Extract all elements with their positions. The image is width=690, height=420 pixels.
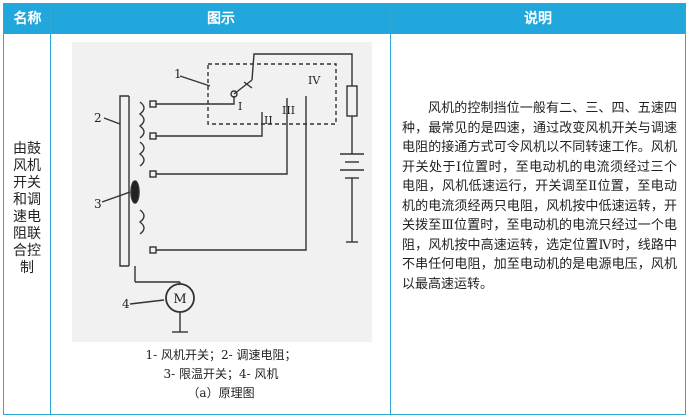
position-label: IV (308, 74, 321, 87)
thermal-switch (130, 180, 140, 204)
caption-line: 3- 限温开关；4- 风机 (163, 367, 279, 381)
figure-caption: 1- 风机开关；2- 调速电阻； 3- 限温开关；4- 风机 （a）原理图 (51, 346, 391, 403)
row-description: 风机的控制挡位一般有二、三、四、五速四种，最常见的是四速，通过改变风机开关与调速… (402, 101, 677, 292)
callout-1: 1 (174, 67, 182, 81)
fuse (346, 85, 358, 117)
position-label: II (264, 114, 273, 127)
circuit-diagram: M 1 2 3 4 I II III IV (72, 42, 372, 342)
callout-3: 3 (94, 197, 102, 211)
motor-label: M (173, 292, 186, 307)
header-figure: 图示 (207, 11, 235, 27)
header-description: 说明 (524, 11, 552, 27)
callout-4: 4 (122, 297, 130, 311)
caption-line: 1- 风机开关；2- 调速电阻； (145, 348, 297, 362)
header-name: 名称 (13, 11, 42, 27)
caption-line: （a）原理图 (187, 386, 255, 400)
resistor-bracket (119, 95, 129, 267)
resistor-coil (138, 101, 145, 139)
callout-2: 2 (94, 111, 102, 125)
column-divider (390, 4, 391, 414)
resistor-coil (138, 141, 145, 167)
row-name: 由鼓风机开关和调速电阻联合控制 (13, 141, 41, 276)
position-label: I (238, 100, 242, 113)
switch-box (207, 63, 337, 125)
table-header: 名称 图示 说明 (4, 4, 685, 34)
info-table: 名称 图示 说明 由鼓风机开关和调速电阻联合控制 (3, 3, 686, 415)
resistor-coil (138, 209, 145, 235)
column-divider (50, 4, 51, 414)
position-label: III (282, 104, 295, 117)
